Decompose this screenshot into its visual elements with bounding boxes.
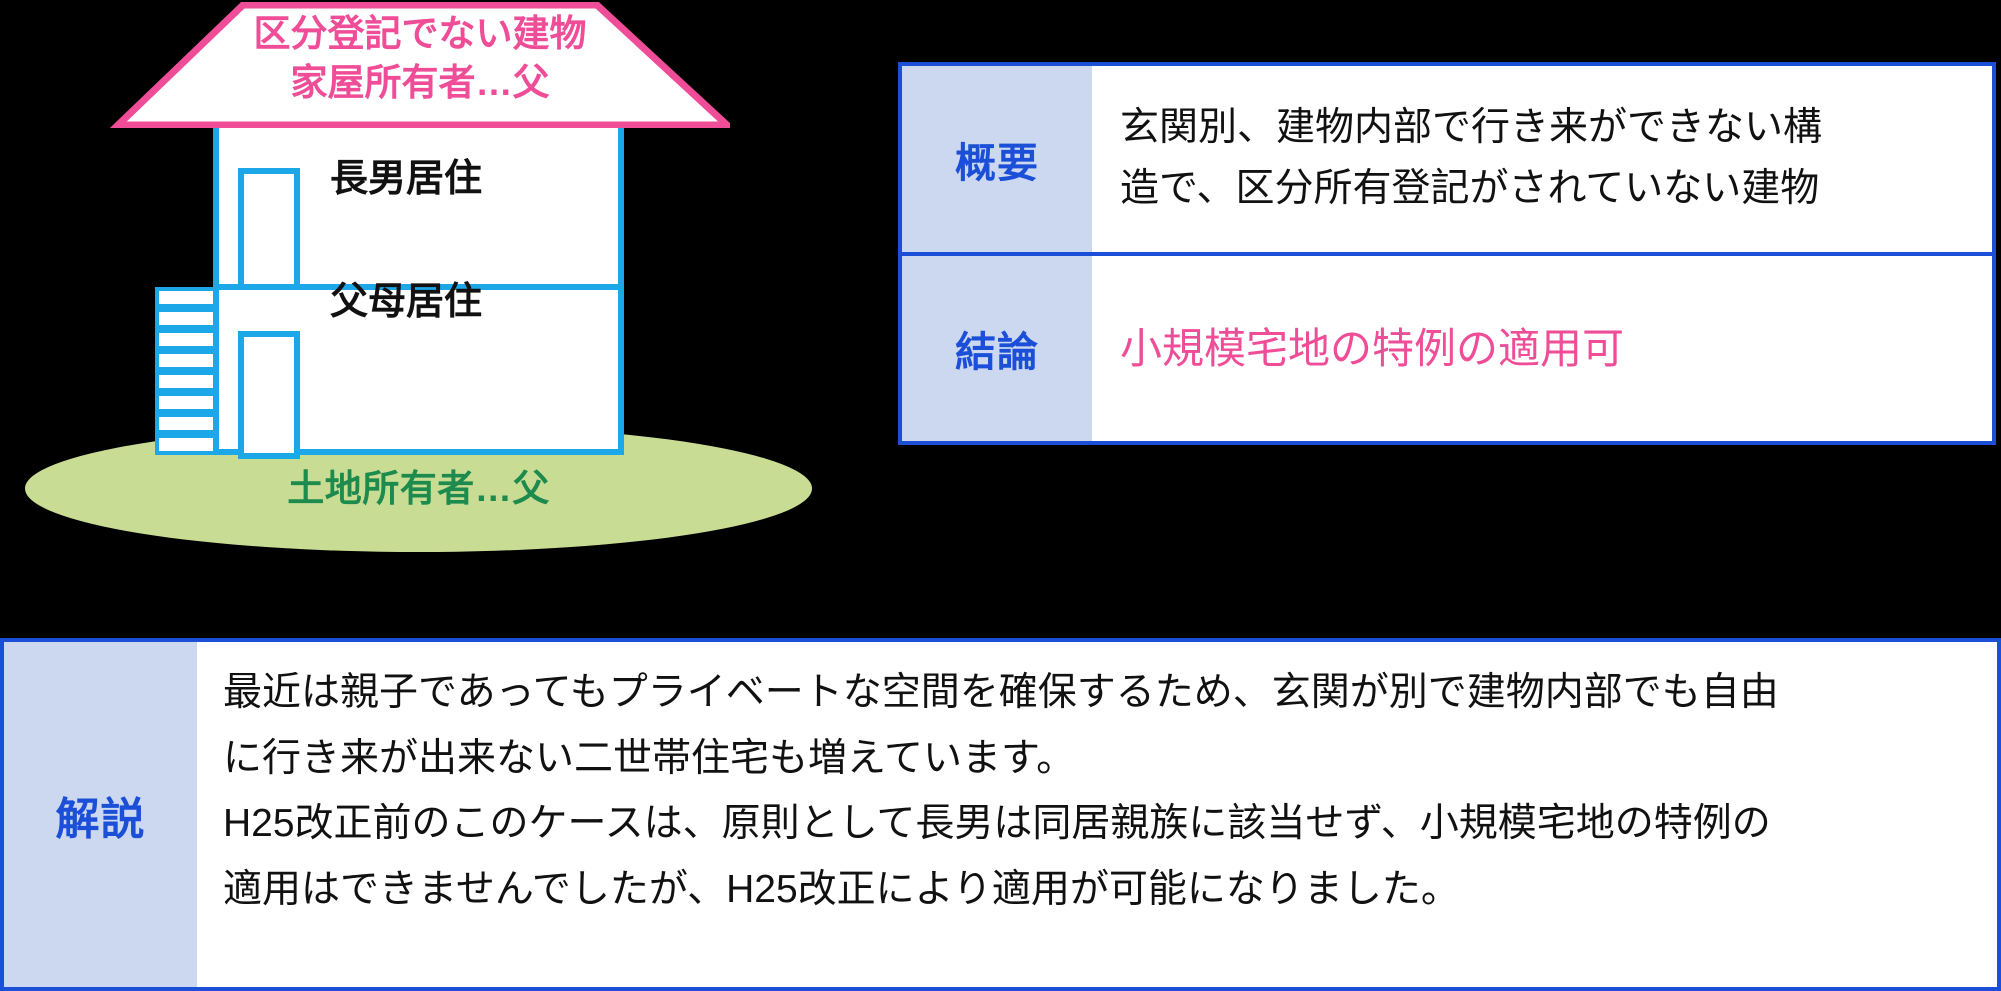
overview-label: 概要 xyxy=(902,66,1092,252)
explanation-line: 適用はできませんでしたが、H25改正により適用が可能になりました。 xyxy=(223,867,1460,911)
upper-floor-door-icon xyxy=(238,168,300,290)
conclusion-text: 小規模宅地の特例の適用可 xyxy=(1120,324,1625,372)
explanation-box: 解説 最近は親子であってもプライベートな空間を確保するため、玄関が別で建物内部で… xyxy=(0,638,2001,991)
explanation-label: 解説 xyxy=(4,642,197,987)
roof-label: 区分登記でない建物家屋所有者…父 xyxy=(150,10,690,108)
summary-table: 概要 玄関別、建物内部で行き来ができない構 造で、区分所有登記がされていない建物… xyxy=(898,62,1996,445)
explanation-line: 最近は親子であってもプライベートな空間を確保するため、玄関が別で建物内部でも自由 xyxy=(223,671,1779,714)
exterior-stairs-icon xyxy=(155,287,217,455)
table-row-overview: 概要 玄関別、建物内部で行き来ができない構 造で、区分所有登記がされていない建物 xyxy=(902,66,1992,256)
land-owner-label: 土地所有者…父 xyxy=(287,468,550,509)
roof-label-line1: 区分登記でない建物 xyxy=(253,13,587,54)
explanation-line: に行き来が出来ない二世帯住宅も増えています。 xyxy=(223,736,1076,780)
roof-shape xyxy=(110,2,730,128)
overview-text-line2: 造で、区分所有登記がされていない建物 xyxy=(1120,166,1820,210)
upper-floor-label: 長男居住 xyxy=(330,158,483,200)
overview-text-line1: 玄関別、建物内部で行き来ができない構 xyxy=(1120,106,1823,150)
overview-body: 玄関別、建物内部で行き来ができない構 造で、区分所有登記がされていない建物 xyxy=(1092,66,1992,252)
conclusion-body: 小規模宅地の特例の適用可 xyxy=(1092,255,1992,441)
roof-label-line2: 家屋所有者…父 xyxy=(290,61,550,103)
conclusion-label: 結論 xyxy=(902,255,1092,441)
explanation-line: H25改正前のこのケースは、原則として長男は同居親族に該当せず、小規模宅地の特例… xyxy=(223,802,1771,846)
lower-floor-door-icon xyxy=(238,331,300,459)
overview-text: 玄関別、建物内部で行き来ができない構 造で、区分所有登記がされていない建物 xyxy=(1120,98,1822,219)
lower-floor-label: 父母居住 xyxy=(330,281,483,323)
house-diagram: 土地所有者…父 長男居住 父母居住 区分登記でない建物家屋所有者…父 xyxy=(0,0,870,580)
explanation-body: 最近は親子であってもプライベートな空間を確保するため、玄関が別で建物内部でも自由… xyxy=(197,642,1997,987)
floor-divider xyxy=(213,284,624,290)
table-row-conclusion: 結論 小規模宅地の特例の適用可 xyxy=(902,255,1992,441)
